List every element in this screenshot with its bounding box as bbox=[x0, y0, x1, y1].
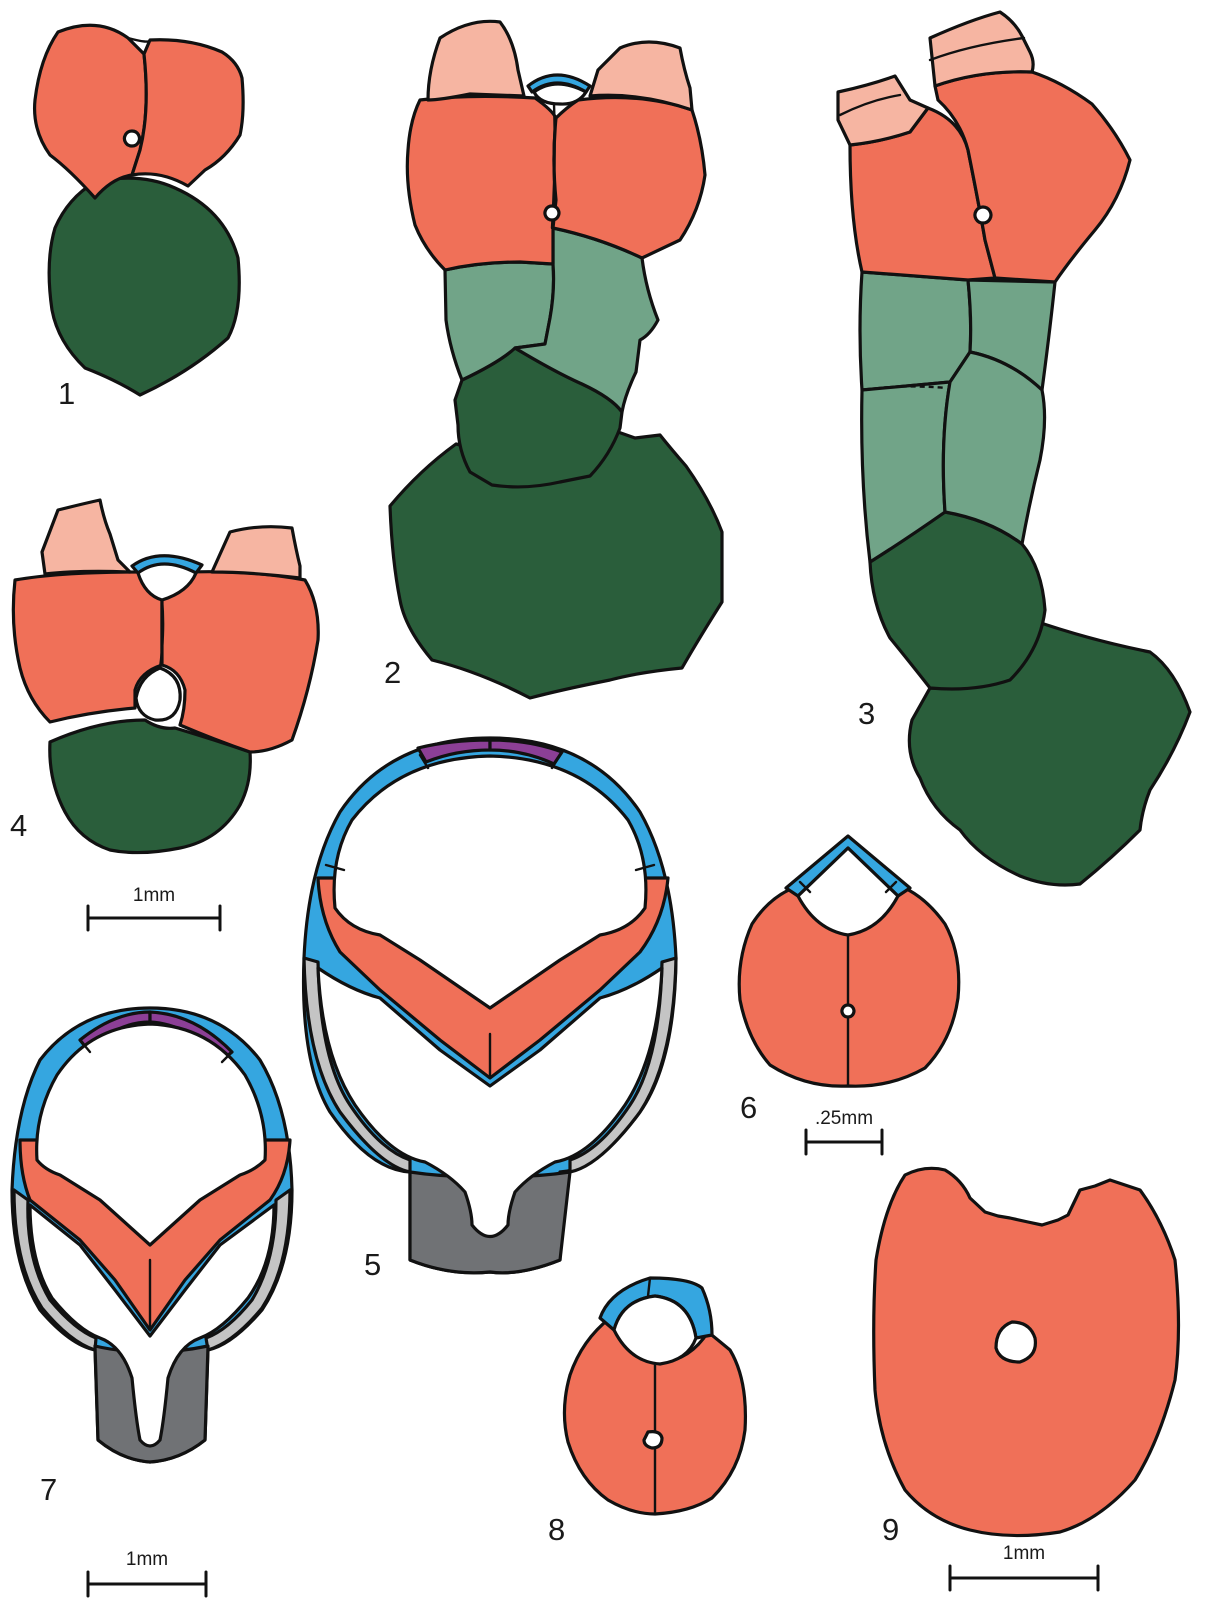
specimen-2-lumen bbox=[534, 84, 586, 104]
figure-number-7: 7 bbox=[40, 1472, 57, 1507]
figure-number-2: 2 bbox=[384, 655, 401, 690]
figure-number-8: 8 bbox=[548, 1512, 565, 1547]
specimen-4-distal-right bbox=[212, 527, 300, 578]
specimen-8 bbox=[564, 1278, 745, 1514]
specimen-8-axial-canal bbox=[644, 1432, 662, 1448]
figure-number-5: 5 bbox=[364, 1247, 381, 1282]
specimen-1-radial-plate-right bbox=[132, 40, 243, 186]
specimen-3 bbox=[838, 12, 1190, 885]
scale-bar-2-label: .25mm bbox=[815, 1108, 873, 1129]
specimen-7 bbox=[12, 1008, 292, 1462]
specimen-2-radial-right bbox=[553, 98, 705, 258]
figure-number-4: 4 bbox=[10, 808, 27, 843]
specimen-9 bbox=[874, 1168, 1179, 1535]
scale-bar-2: .25mm bbox=[806, 1108, 882, 1154]
specimen-4-radial-right bbox=[162, 572, 318, 752]
specimen-2-distal-left bbox=[428, 21, 524, 100]
scale-bar-3: 1mm bbox=[88, 1549, 206, 1596]
specimen-2-axial-canal bbox=[545, 206, 559, 220]
specimen-1 bbox=[35, 25, 244, 395]
specimen-2 bbox=[390, 21, 722, 698]
specimen-1-radial-plate-left bbox=[35, 25, 147, 198]
scale-bar-4-label: 1mm bbox=[1003, 1543, 1045, 1564]
figure-number-9: 9 bbox=[882, 1512, 899, 1547]
specimen-3-infrabasal-left-upper bbox=[860, 272, 971, 390]
scale-bar-1-label: 1mm bbox=[133, 885, 175, 906]
specimen-1-axial-canal bbox=[124, 131, 139, 146]
specimen-3-axial-canal bbox=[975, 207, 991, 223]
specimen-6-axial-canal bbox=[842, 1005, 854, 1017]
scale-bar-4: 1mm bbox=[950, 1543, 1098, 1590]
figure-number-6: 6 bbox=[740, 1090, 757, 1125]
specimen-3-infrabasal-right-lower bbox=[943, 352, 1044, 544]
specimen-1-basal-plate bbox=[49, 178, 239, 395]
specimen-4 bbox=[13, 500, 318, 853]
specimen-9-axial-canal bbox=[996, 1322, 1035, 1362]
figure-number-3: 3 bbox=[858, 696, 875, 731]
specimen-4-distal-left bbox=[42, 500, 130, 574]
specimen-2-radial-left bbox=[407, 96, 556, 270]
specimen-6 bbox=[739, 836, 959, 1086]
specimen-5 bbox=[304, 738, 676, 1273]
figure-number-1: 1 bbox=[58, 376, 75, 411]
scale-bar-1: 1mm bbox=[88, 885, 220, 930]
scale-bar-3-label: 1mm bbox=[126, 1549, 168, 1570]
